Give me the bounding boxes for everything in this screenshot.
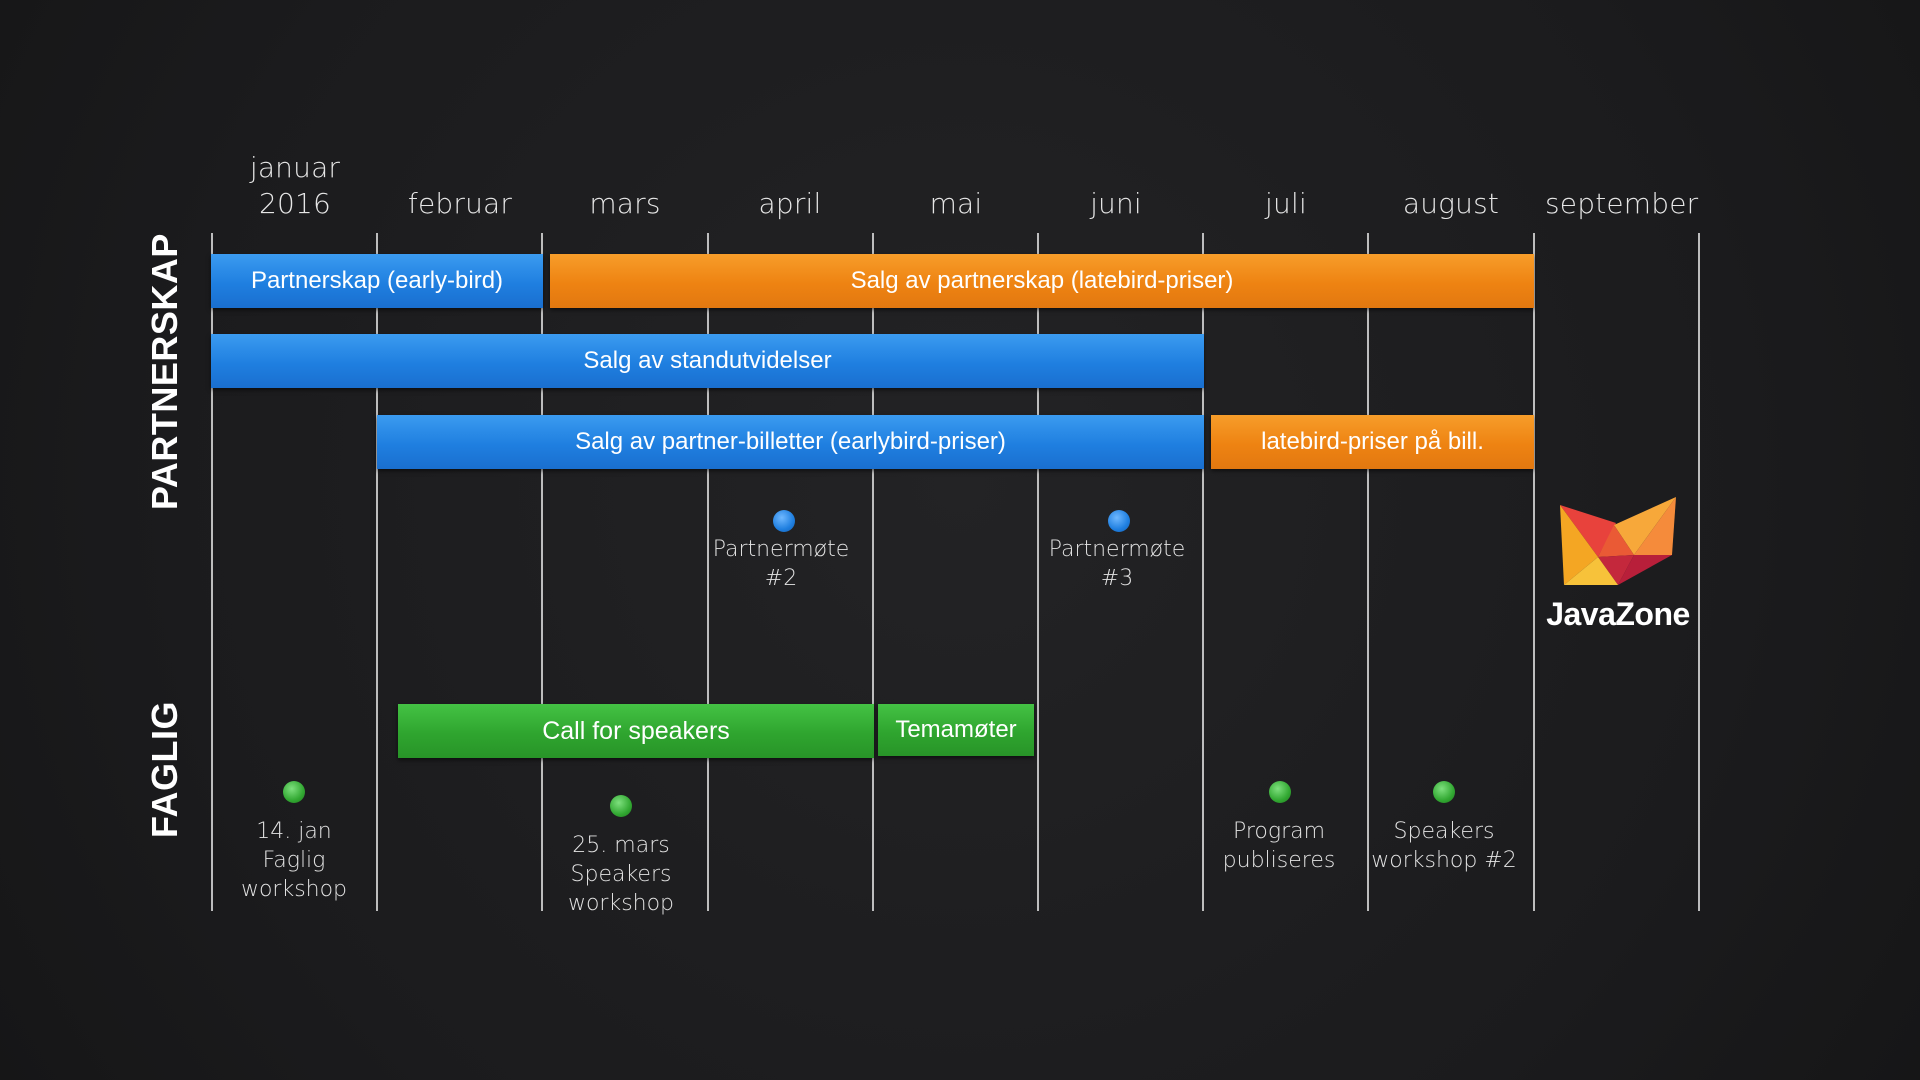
javazone-logo-text: JavaZone: [1546, 596, 1690, 632]
milestone-dot-jan14: [283, 781, 305, 803]
gridline-jun: [1037, 233, 1039, 911]
javazone-logo-icon: [1560, 497, 1676, 585]
month-header-april: april: [758, 187, 822, 220]
milestone-dot-mars25: [610, 795, 632, 817]
gridline-jul: [1202, 233, 1204, 911]
month-header-mars: mars: [589, 187, 661, 220]
gridline-mar: [541, 233, 543, 911]
bar-temamoter: Temamøter: [878, 704, 1034, 756]
month-header-mai: mai: [929, 187, 983, 220]
gridline-sep: [1533, 233, 1535, 911]
javazone-logo: JavaZone: [1538, 495, 1698, 640]
bar-call-for-speakers: Call for speakers: [398, 704, 874, 758]
bar-latebird-bill: latebird-priser på bill.: [1211, 415, 1534, 469]
milestone-dot-program: [1269, 781, 1291, 803]
milestone-dot-speakers2: [1433, 781, 1455, 803]
milestone-dot-partnermote3: [1108, 510, 1130, 532]
gridline-apr: [707, 233, 709, 911]
bar-salg-partner-billetter: Salg av partner-billetter (earlybird-pri…: [377, 415, 1204, 469]
gridline-feb: [376, 233, 378, 911]
milestone-label-mars25: 25. mars Speakers workshop: [567, 833, 675, 916]
gridline-jan: [211, 233, 213, 911]
milestone-label-partnermote2: Partnermøte #2: [712, 537, 850, 591]
bar-salg-partnerskap-latebird: Salg av partnerskap (latebird-priser): [550, 254, 1534, 308]
month-header-februar: februar: [407, 187, 513, 220]
section-label-partnerskap: PARTNERSKAP: [144, 233, 185, 510]
gridline-end: [1698, 233, 1700, 911]
milestone-label-partnermote3: Partnermøte #3: [1048, 537, 1186, 591]
month-header-juli: juli: [1265, 187, 1307, 220]
month-header-juni: juni: [1090, 187, 1142, 220]
month-header-januar: januar 2016: [249, 151, 341, 220]
milestone-dot-partnermote2: [773, 510, 795, 532]
gridline-aug: [1367, 233, 1369, 911]
milestone-label-program: Program publiseres: [1222, 819, 1336, 873]
milestone-label-jan14: 14. jan Faglig workshop: [240, 819, 348, 902]
month-header-september: september: [1545, 187, 1699, 220]
bar-salg-standutvidelser: Salg av standutvidelser: [211, 334, 1204, 388]
gridline-mai: [872, 233, 874, 911]
section-label-faglig: FAGLIG: [144, 701, 185, 838]
bar-partnerskap-early-bird: Partnerskap (early-bird): [211, 254, 543, 308]
month-header-august: august: [1402, 187, 1500, 220]
milestone-label-speakers2: Speakers workshop #2: [1371, 819, 1517, 873]
